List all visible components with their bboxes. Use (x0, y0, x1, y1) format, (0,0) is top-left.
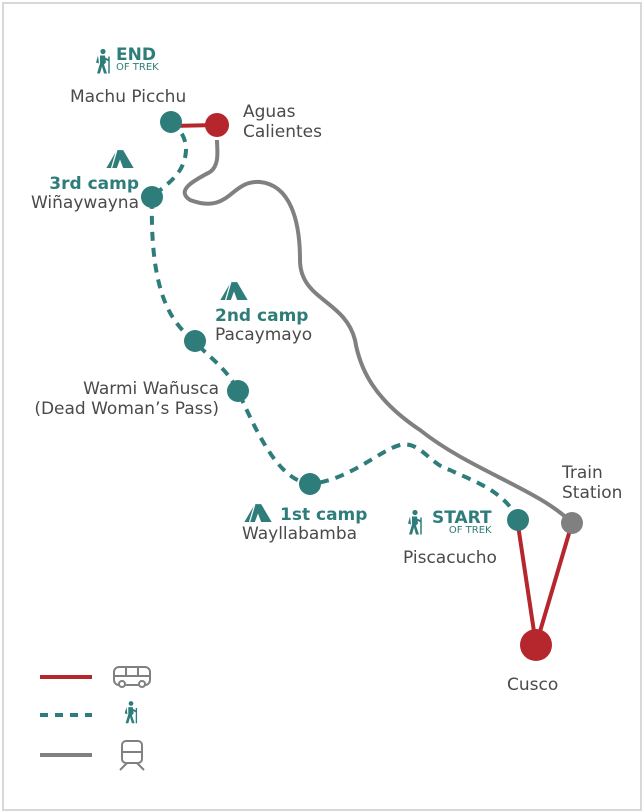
end-label: END (116, 45, 156, 65)
first-camp-label: 1st camp (280, 505, 368, 525)
tent-icon (219, 281, 249, 301)
warmi-label-2: (Dead Woman’s Pass) (34, 399, 219, 419)
tent-icon (105, 149, 135, 169)
bus-route-cusco-pisca (516, 524, 538, 646)
piscacucho-dot (507, 509, 529, 531)
machu-picchu-dot (160, 111, 182, 133)
bus-route-cusco-train (534, 529, 572, 646)
train-route (182, 139, 574, 525)
train-station-dot (561, 512, 583, 534)
hiker-icon (406, 509, 423, 536)
aguas-calientes-dot (205, 113, 229, 137)
train-label-2: Station (562, 483, 623, 503)
tent-icon (243, 503, 273, 523)
end-sub-label: OF TREK (116, 62, 159, 73)
piscacucho-label: Piscacucho (403, 548, 497, 568)
start-label: START (432, 508, 492, 528)
warmi-dot (227, 380, 249, 402)
wayllabamba-label: Wayllabamba (242, 524, 358, 544)
start-sub-label: OF TREK (448, 525, 492, 536)
hiker-icon (123, 700, 138, 725)
cusco-label: Cusco (507, 675, 559, 695)
aguas-label-1: Aguas (243, 102, 296, 122)
wayllabamba-dot (299, 473, 321, 495)
second-camp-label: 2nd camp (215, 306, 309, 326)
winaywayna-dot (141, 186, 163, 208)
aguas-label-2: Calientes (243, 122, 322, 142)
pacaymayo-label: Pacaymayo (215, 325, 313, 345)
cusco-dot (520, 629, 552, 661)
train-label-1: Train (562, 463, 603, 483)
third-camp-label: 3rd camp (49, 174, 139, 194)
hiker-icon (94, 48, 111, 75)
train-icon (119, 740, 145, 771)
machu-picchu-label: Machu Picchu (70, 87, 187, 107)
pacaymayo-dot (184, 330, 206, 352)
winaywayna-label: Wiñaywayna (31, 193, 139, 213)
warmi-label-1: Warmi Wañusca (83, 379, 219, 399)
bus-icon (113, 666, 151, 688)
